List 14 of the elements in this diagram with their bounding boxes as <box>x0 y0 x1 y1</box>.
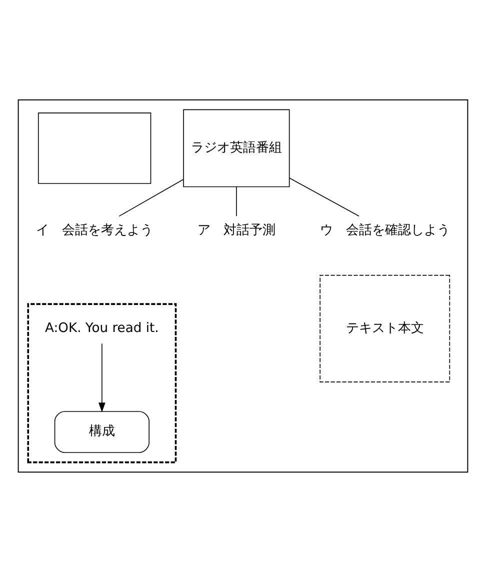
cluster <box>18 99 468 473</box>
connector <box>236 186 237 216</box>
node-box <box>38 112 152 184</box>
node-text: ウ 会話を確認しよう <box>320 223 450 238</box>
connector <box>118 179 184 217</box>
connector <box>288 178 360 216</box>
node-text: ア 対話予測 <box>197 223 276 238</box>
node-box: テキスト本文 <box>320 274 450 382</box>
node-box: 構成 <box>54 411 150 453</box>
node-text: A:OK. You read it. <box>45 320 159 336</box>
arrow <box>98 343 106 412</box>
node-box: ラジオ英語番組 <box>183 109 290 188</box>
node-text: イ 会話を考えよう <box>36 223 154 238</box>
cluster <box>27 303 177 464</box>
